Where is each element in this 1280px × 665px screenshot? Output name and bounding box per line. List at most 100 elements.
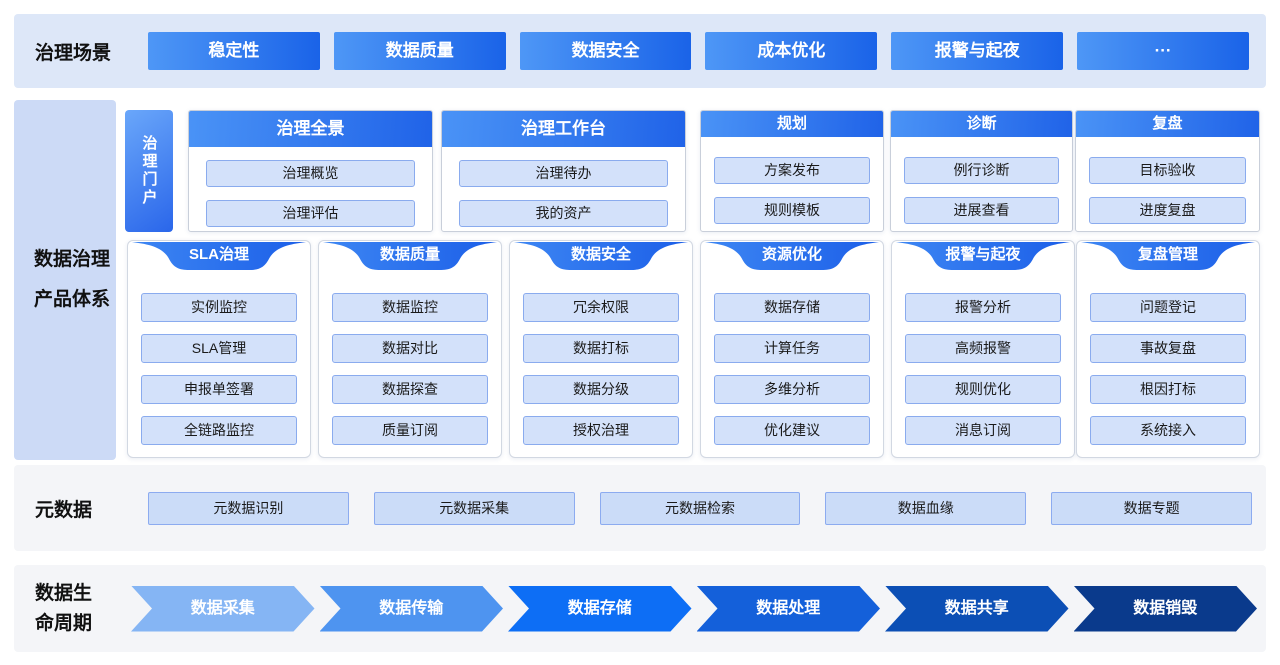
chip-frequent-alerts[interactable]: 高频报警 [904, 334, 1062, 363]
card-data-quality: 数据质量 数据监控 数据对比 数据探查 质量订阅 [318, 240, 502, 458]
ribbon-banner-icon [131, 242, 307, 270]
stage-data-storage-arrow: 数据存储 [508, 586, 692, 632]
lifecycle-band: 数据生 命周期 数据采集 数据传输 数据存储 数据处理 数据共享 数据销毁 [14, 565, 1266, 652]
data-lineage-button[interactable]: 数据血缘 [825, 491, 1027, 525]
card-sla-governance-body: 实例监控 SLA管理 申报单签署 全链路监控 [128, 241, 310, 445]
chip-issue-registration[interactable]: 问题登记 [1089, 293, 1247, 322]
card-data-quality-title: 数据质量 [379, 246, 440, 263]
stage-data-destruction-arrow: 数据销毁 [1074, 586, 1258, 632]
card-alert-oncall: 报警与起夜 报警分析 高频报警 规则优化 消息订阅 [891, 240, 1075, 458]
chip-declaration-signing[interactable]: 申报单签署 [140, 375, 298, 404]
card-review-body: 目标验收 进度复盘 [1076, 137, 1259, 224]
card-alert-oncall-title: 报警与起夜 [945, 246, 1021, 263]
metadata-band-title: 元数据 [35, 499, 93, 521]
card-data-security-ribbon: 数据安全 [510, 241, 692, 275]
chip-plan-release[interactable]: 方案发布 [713, 157, 871, 184]
card-planning: 规划 方案发布 规则模板 [700, 110, 884, 232]
lifecycle-stage-flow: 数据采集 数据传输 数据存储 数据处理 数据共享 数据销毁 [131, 586, 1266, 632]
card-review-header: 复盘 [1076, 111, 1259, 137]
scenario-alert-oncall-button[interactable]: 报警与起夜 [891, 32, 1064, 70]
card-resource-optimization-ribbon: 资源优化 [701, 241, 883, 275]
lifecycle-title-line1: 数据生 [35, 583, 93, 605]
chip-message-subscription[interactable]: 消息订阅 [904, 416, 1062, 445]
scenario-data-quality-button[interactable]: 数据质量 [333, 32, 506, 70]
card-data-quality-ribbon: 数据质量 [319, 241, 501, 275]
card-resource-optimization-title: 资源优化 [761, 246, 822, 263]
scenario-cost-optimization-button[interactable]: 成本优化 [705, 32, 878, 70]
chip-system-access[interactable]: 系统接入 [1089, 416, 1247, 445]
scenario-band: 治理场景 稳定性 数据质量 数据安全 成本优化 报警与起夜 ··· [14, 14, 1266, 88]
chip-data-monitoring[interactable]: 数据监控 [331, 293, 489, 322]
chip-my-assets[interactable]: 我的资产 [459, 200, 668, 227]
stage-data-transfer-arrow: 数据传输 [320, 586, 504, 632]
card-governance-panorama-body: 治理概览 治理评估 [189, 147, 432, 227]
ribbon-banner-icon [895, 242, 1071, 270]
chip-quality-subscription[interactable]: 质量订阅 [331, 416, 489, 445]
card-governance-workbench-header: 治理工作台 [442, 111, 685, 147]
governance-portal-label: 治理门户 [140, 135, 158, 207]
ribbon-banner-icon [513, 242, 689, 270]
chip-alert-analysis[interactable]: 报警分析 [904, 293, 1062, 322]
metadata-collection-button[interactable]: 元数据采集 [373, 491, 575, 525]
card-data-security-title: 数据安全 [570, 246, 631, 263]
card-data-security: 数据安全 冗余权限 数据打标 数据分级 授权治理 [509, 240, 693, 458]
chip-governance-todo[interactable]: 治理待办 [459, 160, 668, 187]
chip-goal-acceptance[interactable]: 目标验收 [1088, 157, 1247, 184]
card-planning-body: 方案发布 规则模板 [701, 137, 883, 224]
card-alert-oncall-body: 报警分析 高频报警 规则优化 消息订阅 [892, 241, 1074, 445]
scenario-band-title: 治理场景 [35, 42, 112, 64]
card-sla-governance-ribbon: SLA治理 [128, 241, 310, 275]
card-review-management-body: 问题登记 事故复盘 根因打标 系统接入 [1077, 241, 1259, 445]
chip-compute-tasks[interactable]: 计算任务 [713, 334, 871, 363]
card-diagnosis-header: 诊断 [891, 111, 1072, 137]
chip-data-comparison[interactable]: 数据对比 [331, 334, 489, 363]
card-review: 复盘 目标验收 进度复盘 [1075, 110, 1260, 232]
product-system-title-line2: 产品体系 [34, 289, 111, 310]
scenario-button-group: 稳定性 数据质量 数据安全 成本优化 报警与起夜 ··· [148, 32, 1266, 70]
scenario-data-security-button[interactable]: 数据安全 [519, 32, 692, 70]
product-system-title: 数据治理 产品体系 [14, 100, 116, 460]
chip-routine-diagnosis[interactable]: 例行诊断 [903, 157, 1060, 184]
chip-data-tagging[interactable]: 数据打标 [522, 334, 680, 363]
card-diagnosis: 诊断 例行诊断 进展查看 [890, 110, 1073, 232]
chip-multidim-analysis[interactable]: 多维分析 [713, 375, 871, 404]
data-topics-button[interactable]: 数据专题 [1051, 491, 1252, 525]
chip-authorization-governance[interactable]: 授权治理 [522, 416, 680, 445]
product-system-section: 数据治理 产品体系 治理门户 治理全景 治理概览 治理评估 治理工作台 治理待办… [14, 100, 1266, 460]
chip-progress-view[interactable]: 进展查看 [903, 197, 1060, 224]
chip-progress-review[interactable]: 进度复盘 [1088, 197, 1247, 224]
ribbon-banner-icon [704, 242, 880, 270]
stage-data-collection-arrow: 数据采集 [131, 586, 315, 632]
product-system-title-line1: 数据治理 [34, 249, 111, 271]
card-governance-panorama: 治理全景 治理概览 治理评估 [188, 110, 433, 232]
metadata-search-button[interactable]: 元数据检索 [599, 491, 801, 525]
scenario-more-button[interactable]: ··· [1077, 32, 1249, 70]
lifecycle-title-line2: 命周期 [35, 612, 93, 634]
chip-redundant-permissions[interactable]: 冗余权限 [522, 293, 680, 322]
chip-data-profiling[interactable]: 数据探查 [331, 375, 489, 404]
card-alert-oncall-ribbon: 报警与起夜 [892, 241, 1074, 275]
chip-incident-review[interactable]: 事故复盘 [1089, 334, 1247, 363]
chip-instance-monitoring[interactable]: 实例监控 [140, 293, 298, 322]
scenario-stability-button[interactable]: 稳定性 [148, 32, 320, 70]
chip-root-cause-tagging[interactable]: 根因打标 [1089, 375, 1247, 404]
metadata-band: 元数据 元数据识别 元数据采集 元数据检索 数据血缘 数据专题 [14, 465, 1266, 551]
card-sla-governance: SLA治理 实例监控 SLA管理 申报单签署 全链路监控 [127, 240, 311, 458]
chip-data-classification[interactable]: 数据分级 [522, 375, 680, 404]
chip-sla-management[interactable]: SLA管理 [140, 334, 298, 363]
card-governance-workbench: 治理工作台 治理待办 我的资产 [441, 110, 686, 232]
chip-rule-template[interactable]: 规则模板 [713, 197, 871, 224]
chip-rule-optimization[interactable]: 规则优化 [904, 375, 1062, 404]
card-governance-panorama-header: 治理全景 [189, 111, 432, 147]
lifecycle-band-title: 数据生 命周期 [14, 579, 131, 638]
card-governance-workbench-body: 治理待办 我的资产 [442, 147, 685, 227]
governance-portal-bar: 治理门户 [125, 110, 173, 232]
card-review-management-ribbon: 复盘管理 [1077, 241, 1259, 275]
chip-full-link-monitoring[interactable]: 全链路监控 [140, 416, 298, 445]
card-resource-optimization: 资源优化 数据存储 计算任务 多维分析 优化建议 [700, 240, 884, 458]
chip-data-storage[interactable]: 数据存储 [713, 293, 871, 322]
chip-optimization-advice[interactable]: 优化建议 [713, 416, 871, 445]
chip-governance-assessment[interactable]: 治理评估 [206, 200, 415, 227]
chip-governance-overview[interactable]: 治理概览 [206, 160, 415, 187]
metadata-identification-button[interactable]: 元数据识别 [148, 491, 349, 525]
